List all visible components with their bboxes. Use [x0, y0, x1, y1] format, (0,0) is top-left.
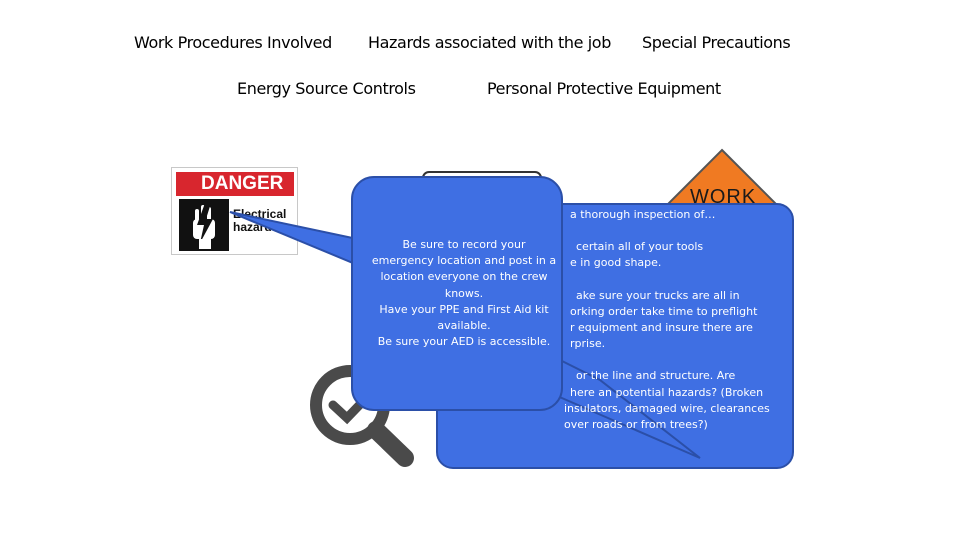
callout-intro: a thorough inspection of… [570, 208, 716, 221]
callout-inspection-text: a thorough inspection of… certain all of… [564, 207, 800, 433]
callout-line: here an potential hazards? (Broken [570, 385, 764, 399]
work-sign-label: WORK [690, 186, 757, 208]
callout-line: emergency location and post in a [371, 254, 557, 268]
callout-line: insulators, damaged wire, clearances [564, 401, 770, 415]
danger-sign: DANGER Electrical hazard [171, 167, 298, 255]
header-hazards: Hazards associated with the job [368, 33, 611, 52]
callout-line: location everyone on the crew [380, 270, 548, 284]
callout-line: orking order take time to preflight [570, 304, 758, 318]
callout-line: Be sure to record your [402, 238, 526, 251]
callout-line: Have your PPE and First Aid kit [379, 302, 549, 316]
callout-line: or the line and structure. Are [576, 369, 736, 383]
callout-line: certain all of your tools [576, 240, 704, 254]
electrical-hazard-icon [179, 199, 229, 251]
callout-line: Be sure your AED is accessible. [377, 335, 551, 349]
callout-line: available. [437, 319, 491, 333]
callout-emergency [229, 176, 563, 411]
header-special-precautions: Special Precautions [642, 33, 791, 52]
callout-line: e in good shape. [570, 256, 662, 270]
danger-title: DANGER [176, 172, 294, 196]
callout-line: over roads or from trees?) [564, 418, 708, 432]
callout-line: rprise. [570, 337, 606, 351]
callout-line: ake sure your trucks are all in [576, 288, 740, 302]
header-work-procedures: Work Procedures Involved [134, 33, 332, 52]
header-energy-source-controls: Energy Source Controls [237, 79, 416, 98]
callout-line: r equipment and insure there are [570, 321, 753, 335]
callout-line: knows. [444, 286, 484, 300]
callout-emergency-text: Be sure to record your emergency locatio… [364, 237, 564, 350]
header-ppe: Personal Protective Equipment [487, 79, 721, 98]
